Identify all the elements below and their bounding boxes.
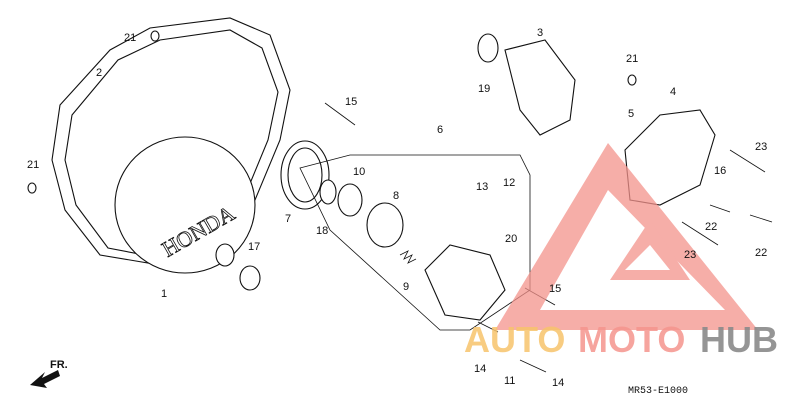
part-label: 18 bbox=[316, 225, 328, 237]
dowel-pin bbox=[27, 182, 37, 194]
watermark-triangle bbox=[495, 143, 758, 330]
part-label: 20 bbox=[505, 233, 517, 245]
part-label: 23 bbox=[684, 249, 696, 261]
part-label: 22 bbox=[705, 221, 717, 233]
part-label: 2 bbox=[96, 67, 102, 79]
diagram-code: MR53-E1000 bbox=[628, 386, 688, 397]
svg-text:AUTO: AUTO bbox=[464, 319, 565, 360]
part-labels: 1 2 3 4 5 6 7 8 9 10 11 12 13 14 15 16 1… bbox=[27, 27, 767, 389]
oil-seal bbox=[239, 265, 261, 291]
part-label: 13 bbox=[476, 181, 488, 193]
bolts bbox=[324, 102, 773, 373]
part-label: 12 bbox=[503, 177, 515, 189]
part-label: 4 bbox=[670, 86, 676, 98]
part-label: 21 bbox=[626, 53, 638, 65]
svg-text:HUB: HUB bbox=[700, 319, 778, 360]
water-pump-body bbox=[424, 244, 506, 321]
part-label: 5 bbox=[628, 108, 634, 120]
part-label: 19 bbox=[478, 83, 490, 95]
front-direction-marker: FR. bbox=[30, 359, 68, 388]
part-label: 10 bbox=[353, 166, 365, 178]
svg-text:MOTO: MOTO bbox=[578, 319, 685, 360]
o-ring bbox=[477, 33, 499, 63]
seal-large bbox=[337, 183, 363, 217]
svg-text:FR.: FR. bbox=[50, 359, 68, 371]
part-label: 21 bbox=[27, 159, 39, 171]
part-label: 15 bbox=[549, 283, 561, 295]
part-label: 8 bbox=[393, 190, 399, 202]
part-label: 9 bbox=[403, 281, 409, 293]
water-pump-impeller-housing bbox=[504, 39, 576, 136]
oil-seal-bore bbox=[215, 243, 235, 267]
part-label: 22 bbox=[755, 247, 767, 259]
part-label: 11 bbox=[504, 375, 515, 387]
part-label: 15 bbox=[345, 96, 357, 108]
watermark-text: AUTO MOTO HUB bbox=[464, 319, 778, 360]
part-label: 7 bbox=[285, 213, 291, 225]
part-label: 3 bbox=[537, 27, 543, 39]
part-label: 14 bbox=[552, 377, 564, 389]
part-label: 14 bbox=[474, 363, 486, 375]
part-label: 6 bbox=[437, 124, 443, 136]
part-label: 21 bbox=[124, 32, 136, 44]
arrow-icon bbox=[30, 370, 60, 388]
part-label: 23 bbox=[755, 141, 767, 153]
part-label: 1 bbox=[161, 288, 167, 300]
impeller-housing bbox=[366, 202, 404, 248]
dowel-pin bbox=[150, 30, 160, 42]
seal bbox=[319, 179, 337, 205]
part-label: 16 bbox=[714, 165, 726, 177]
dowel-pin bbox=[627, 74, 637, 86]
assembly-outline bbox=[299, 154, 531, 331]
part-label: 17 bbox=[248, 241, 260, 253]
spring bbox=[399, 250, 417, 264]
